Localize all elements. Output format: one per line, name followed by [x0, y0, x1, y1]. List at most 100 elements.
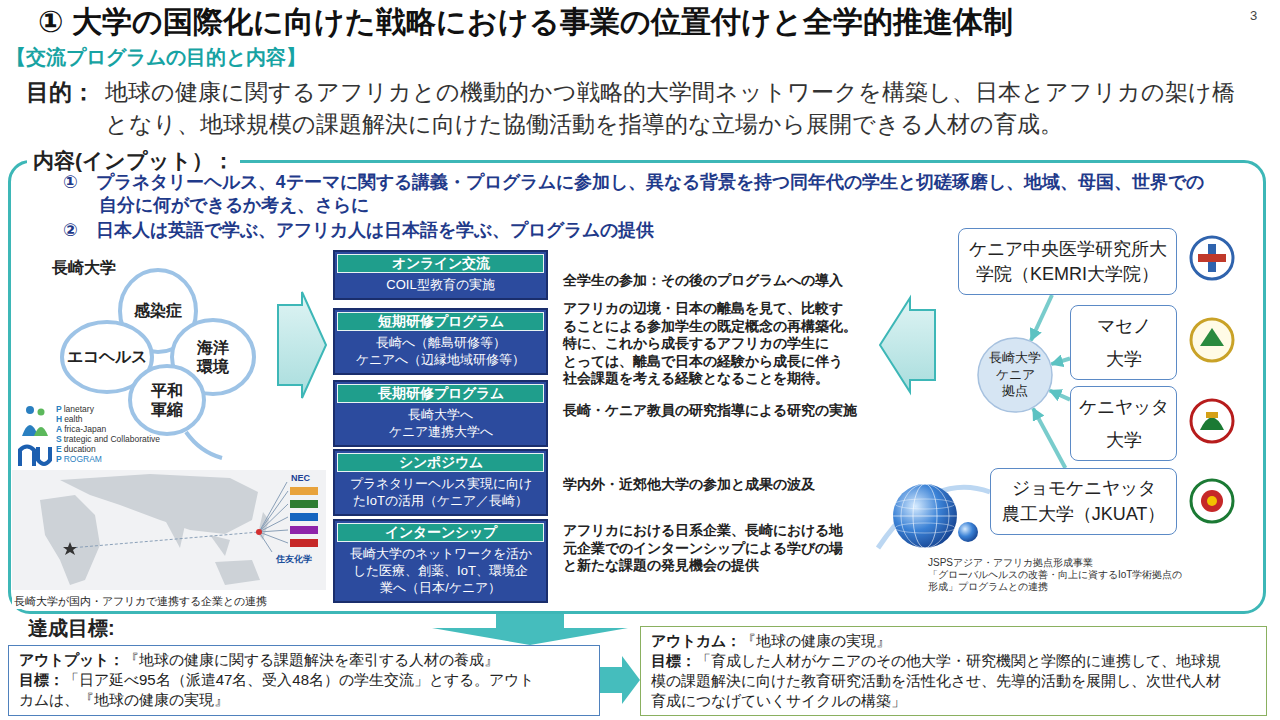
logo-text: Africa-Japan — [56, 424, 106, 434]
company-map-part-part — [259, 504, 288, 532]
slide-title: ① 大学の国際化に向けた戦略における事業の位置付けと全学的推進体制 — [38, 4, 1013, 40]
company-map-part-part — [70, 532, 259, 548]
program-note: アフリカの辺境・日本の離島を見て、比較す ることによる参加学生の既定概念の再構築… — [563, 300, 868, 388]
company-map-part — [215, 560, 260, 585]
hub-circle: 長崎大学 ケニア 拠点 — [977, 337, 1053, 413]
block-arrow — [600, 656, 640, 704]
university-emblem-part — [1206, 412, 1218, 418]
company-map-part-part — [259, 517, 288, 532]
university-name: マセノ 大学 — [1075, 310, 1172, 375]
theme-label: エコヘルス — [60, 347, 154, 366]
phase-logo-icon-part — [26, 406, 34, 414]
purpose-text: 地球の健康に関するアフリカとの機動的かつ戦略的大学間ネットワークを構築し、日本と… — [105, 76, 1265, 140]
program-box: インターンシップ長崎大学のネットワークを活か した医療、創薬、IoT、環境企 業… — [333, 519, 548, 603]
company-map-part-part — [259, 530, 288, 532]
block-arrow — [432, 614, 628, 645]
company-map-part — [60, 474, 258, 534]
input-arrow-part — [278, 292, 326, 398]
program-body: 長崎大学へ ケニア連携大学へ — [335, 403, 546, 445]
program-box: 短期研修プログラム長崎へ（離島研修等） ケニアへ（辺縁地域研修等） — [333, 308, 548, 375]
goal-heading: アウトプット： — [19, 651, 124, 668]
theme-label: 平和 軍縮 — [128, 381, 206, 419]
company-map-part — [256, 529, 262, 535]
university-emblem-part — [1200, 418, 1224, 431]
arrow-connector — [1033, 408, 1065, 468]
globe-illustration-part — [893, 484, 957, 548]
clover-stem-part — [186, 432, 222, 458]
company-map-part-part — [259, 491, 288, 532]
company-map-part-part — [259, 532, 288, 543]
goal-heading: 目標： — [19, 671, 64, 688]
university-box: マセノ 大学 — [1070, 305, 1177, 380]
clover-stem — [186, 432, 222, 458]
logo-text: Strategic and Collaborative — [56, 434, 160, 444]
university-name: ケニア中央医学研究所大 学院（KEMRI大学院） — [963, 237, 1172, 286]
program-body: 長崎大学のネットワークを活か した医療、創薬、IoT、環境企 業へ（日本/ケニア… — [335, 542, 546, 601]
program-detail: プラネタリーヘルス実現に向け たIoTの活用（ケニア／長崎） — [346, 476, 536, 510]
program-title: インターンシップ — [337, 523, 544, 542]
goal-line: 目標：「育成した人材がケニアのその他大学・研究機関と学際的に連携して、地球規 模… — [651, 651, 1256, 711]
phase-logo-icon-part — [38, 409, 45, 416]
page-number: 3 — [1250, 8, 1257, 23]
arrow-connector — [1050, 391, 1070, 400]
purpose-label: 目的： — [26, 76, 95, 108]
goal-line: アウトプット：『地球の健康に関する課題解決を牽引する人材の養成』 — [19, 650, 589, 670]
program-body: 長崎へ（離島研修等） ケニアへ（辺縁地域研修等） — [335, 331, 546, 373]
company-logo: NEC — [291, 473, 310, 483]
circle-outline — [978, 338, 1052, 412]
goal-heading: アウトカム： — [651, 632, 741, 649]
program-detail: 長崎へ（離島研修等） ケニアへ（辺縁地域研修等） — [346, 335, 536, 369]
logo-text: PROGRAM — [56, 454, 102, 464]
program-detail: 長崎大学のネットワークを活か した医療、創薬、IoT、環境企 業へ（日本/ケニア… — [346, 546, 536, 597]
program-body: COIL型教育の実施 — [335, 273, 546, 298]
jsps-note: JSPSアジア・アフリカ拠点形成事業 「グローバルヘルスの改善・向上に資するIo… — [928, 557, 1228, 593]
company-map-part — [290, 539, 318, 547]
clover-leaf: 平和 軍縮 — [128, 364, 206, 436]
input-item: ① プラネタリーヘルス、4テーマに関する講義・プログラムに参加し、異なる背景を持… — [63, 171, 1249, 217]
logo-text: Health — [56, 414, 83, 424]
input-arrow-part — [880, 298, 935, 392]
goal-text: 「日ア延べ95名（派遣47名、受入48名）の学生交流」とする。アウト カムは、『… — [19, 671, 534, 708]
phase-logo-icon-part — [20, 447, 34, 467]
phase-logo-icon-part — [38, 447, 50, 464]
university-emblem-part — [1191, 319, 1233, 361]
program-detail: COIL型教育の実施 — [346, 277, 536, 294]
globe-illustration-part — [895, 499, 955, 509]
company-map-part — [63, 542, 77, 555]
program-note: 長崎・ケニア教員の研究指導による研究の実施 — [563, 402, 868, 420]
university-name: ジョモケニヤッタ 農工大学（JKUAT） — [995, 476, 1172, 526]
company-map-part — [290, 513, 318, 521]
company-map-part — [12, 470, 326, 590]
clover-title: 長崎大学 — [52, 258, 116, 279]
globe-illustration-part — [895, 523, 955, 533]
goals-heading: 達成目標: — [28, 615, 115, 642]
program-body: プラネタリーヘルス実現に向け たIoTの活用（ケニア／長崎） — [335, 472, 546, 514]
goal-heading: 目標： — [651, 652, 696, 669]
goal-text: 「育成した人材がケニアのその他大学・研究機関と学際的に連携して、地球規 模の課題… — [651, 652, 1221, 709]
program-title: 短期研修プログラム — [337, 312, 544, 331]
university-emblem — [1191, 237, 1233, 522]
phase-logo-icon-part — [34, 427, 48, 436]
university-emblem-part — [1191, 400, 1233, 442]
university-emblem-part — [1198, 254, 1226, 262]
program-note: アフリカにおける日系企業、長崎における地 元企業でのインターンシップによる学びの… — [563, 522, 868, 575]
program-detail: 長崎大学へ ケニア連携大学へ — [346, 407, 536, 441]
university-emblem-part — [1191, 480, 1233, 522]
goal-text: 『地球の健康に関する課題解決を牽引する人材の養成』 — [124, 651, 499, 668]
goal-box: アウトカム：『地球の健康の実現』目標：「育成した人材がケニアのその他大学・研究機… — [640, 626, 1267, 716]
phase-logo-icon — [20, 406, 50, 466]
company-map-part — [40, 495, 100, 585]
university-box: ジョモケニヤッタ 農工大学（JKUAT） — [990, 468, 1177, 535]
program-note: 全学生の参加：その後のプログラムへの導入 — [563, 272, 868, 290]
program-title: 長期研修プログラム — [337, 384, 544, 403]
company-map-part-part — [259, 482, 287, 532]
globe-illustration-part — [893, 516, 957, 517]
company-map-part — [290, 487, 318, 495]
theme-label: 感染症 — [118, 301, 198, 320]
goal-text: 『地球の健康の実現』 — [741, 632, 891, 649]
leaf-outline — [128, 364, 206, 436]
university-box: ケニア中央医学研究所大 学院（KEMRI大学院） — [958, 228, 1177, 295]
university-name: ケニヤッタ 大学 — [1075, 391, 1172, 456]
section-heading: 【交流プログラムの目的と内容】 — [6, 44, 306, 71]
